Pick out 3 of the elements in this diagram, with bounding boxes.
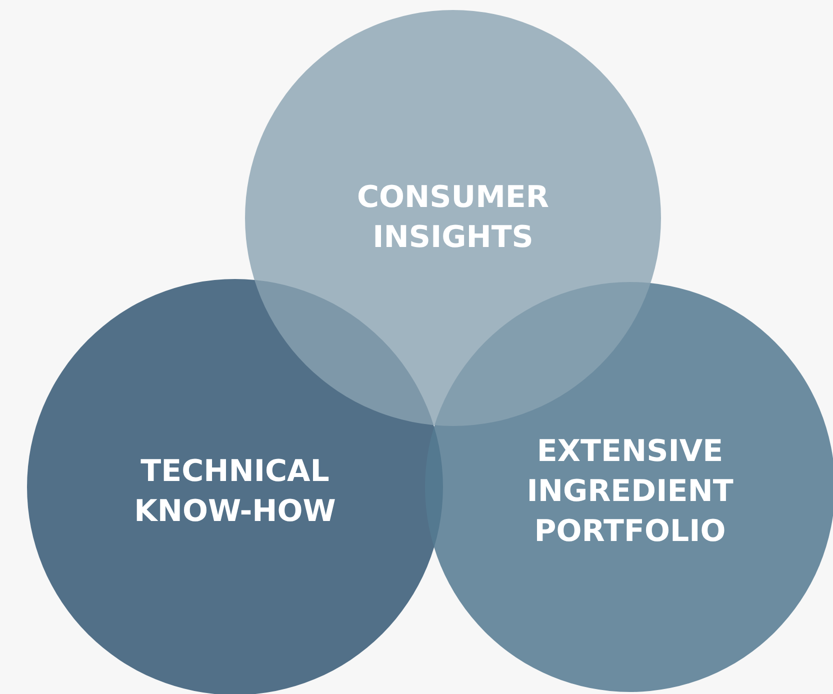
circle-label: EXTENSIVE INGREDIENT PORTFOLIO — [526, 433, 734, 551]
circle-label: CONSUMER INSIGHTS — [356, 179, 550, 257]
circle-label: TECHNICAL KNOW-HOW — [133, 453, 337, 531]
